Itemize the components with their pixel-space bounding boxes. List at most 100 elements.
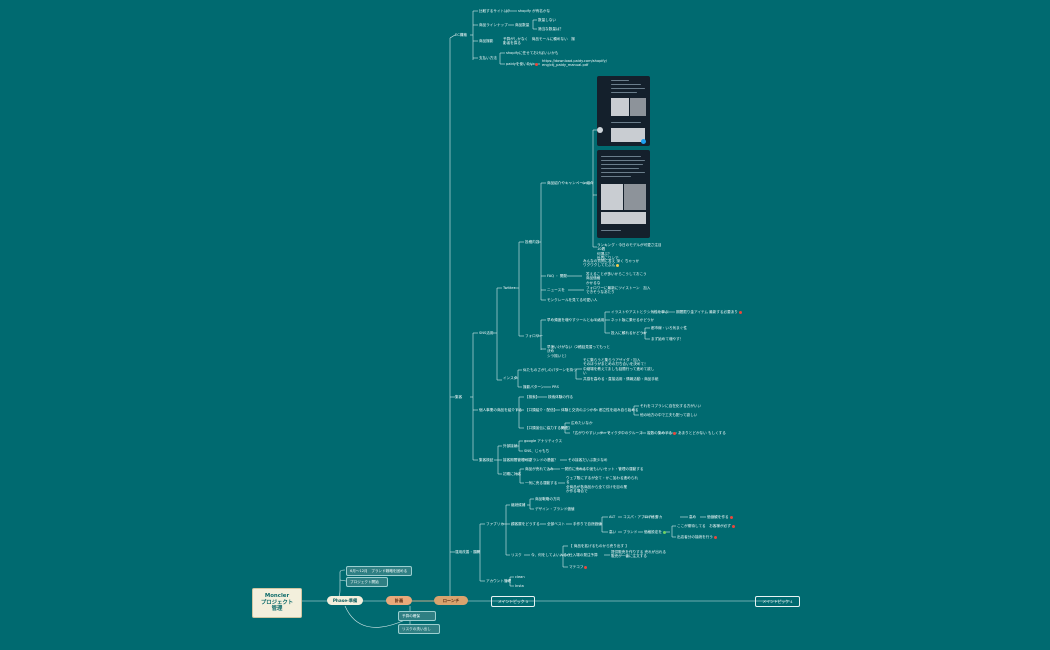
ops-ff-a[interactable]: 継続候補 xyxy=(511,503,526,507)
phase1-item-start[interactable]: プロジェクト開始 xyxy=(346,577,388,587)
promo-p3a[interactable]: 広めたいなか xyxy=(571,421,593,425)
promo-p2a[interactable]: 体験と交流のぶつかり xyxy=(561,408,597,412)
faq-a[interactable]: みんなの質問に答え 深く ちゃっか ワクワクしてたぶん xyxy=(583,259,640,268)
ops-ff-b4a[interactable]: 格安 xyxy=(651,515,659,519)
follow-a3b[interactable]: まず始めて増やす！ xyxy=(651,337,684,341)
ops-ff-b5b[interactable]: 価格設定を xyxy=(644,530,666,534)
section-sales[interactable]: 集客 xyxy=(455,395,463,399)
eval-e3[interactable]: 初期に対応 xyxy=(503,472,521,476)
twitter-node[interactable]: Twitter xyxy=(503,286,516,290)
phase2-item-risk[interactable]: リスクの洗い出し xyxy=(398,624,440,634)
milestone-3-node[interactable]: メイントピック 3 xyxy=(491,596,535,607)
phase-1-node[interactable]: Phase-準備 xyxy=(327,596,363,605)
ec-q2[interactable]: 商品ラインナップ xyxy=(479,23,508,27)
promo-p2b[interactable]: 都立性を組み自ら始める xyxy=(599,408,639,412)
ops-ff[interactable]: ファブリカ xyxy=(486,522,504,526)
eval-node[interactable]: 集客検証 xyxy=(479,458,494,462)
phase1-item-strategy[interactable]: 6月〜12月 ブランド戦略を固める xyxy=(346,566,412,576)
ec-a2[interactable]: 商品数量 xyxy=(515,23,530,27)
ops-acct-b[interactable]: Insta xyxy=(515,584,524,588)
promo-node[interactable]: 個人事業の商品を紹介する xyxy=(479,408,523,412)
section-ec[interactable]: EC構築 xyxy=(455,33,467,37)
reels-a[interactable]: PRS xyxy=(552,385,559,389)
ops-ff-b4c[interactable]: 価値観を作る xyxy=(707,515,733,519)
follow-a[interactable]: 早め頻度を増やすツールとして活用 xyxy=(547,318,605,322)
eval-e1b[interactable]: SNS、じゃもち xyxy=(524,449,550,453)
ops-ff-b2[interactable]: 手作りで自然価値 xyxy=(573,522,602,526)
promo-p3b[interactable]: 「広がりやすい」テーマ xyxy=(571,431,611,435)
ec-a5[interactable]: paidyを使いたい xyxy=(506,62,538,66)
ec-a2b[interactable]: 適当な数量は？ xyxy=(538,27,564,31)
ops-ff-b5[interactable]: 高い xyxy=(609,530,617,534)
eval-e2a[interactable]: ブランドの基盤？ xyxy=(529,458,558,462)
promo-p1a[interactable]: 検索体験の作る xyxy=(548,395,574,399)
ops-risk-a[interactable]: 今、何をしてよい入るか xyxy=(531,553,571,557)
ec-q1[interactable]: 比較するサイトは？ xyxy=(479,9,512,13)
eval-e3a[interactable]: 商品が売れて込み xyxy=(525,467,554,471)
promo-p2[interactable]: 【口頭紹介・配信】 xyxy=(525,408,558,412)
ec-q3[interactable]: 商品撮影 xyxy=(479,39,494,43)
ec-q4[interactable]: 支払い方法 xyxy=(479,56,497,60)
eval-e3d[interactable]: 一気に売る運動する xyxy=(525,481,558,485)
promo-p3c[interactable]: モイクタ中のクルーズ xyxy=(607,431,643,435)
promo-p3[interactable]: 【口頭宣伝に協力する関連】 xyxy=(525,426,572,430)
eval-e2b[interactable]: その接客だいぶ数少なめ xyxy=(568,458,608,462)
ops-risk[interactable]: リスク xyxy=(511,553,522,557)
follow-a1b[interactable]: 期間限り金アイテム 最新する必要あり xyxy=(676,310,742,314)
follow-a3[interactable]: 投入に頼れるかどうか xyxy=(611,331,647,335)
ops-risk-a3[interactable]: マテコフ xyxy=(569,565,588,569)
news-node[interactable]: ニュースを xyxy=(547,288,565,292)
promo-p3d[interactable]: 複数の集めする xyxy=(647,431,677,435)
ops-ff-b[interactable]: 顧客層をどうする xyxy=(511,522,540,526)
section-ops[interactable]: 運用改善・展開 xyxy=(455,550,481,554)
follow-a1[interactable]: イラストやアストとクシ気性を挙ぶ xyxy=(611,310,669,314)
eval-e3b[interactable]: 一発的に売れる xyxy=(561,467,587,471)
insta-node[interactable]: インスタ xyxy=(503,376,518,380)
promo-p2d[interactable]: 他の地方の中で工夫も配って欲しい xyxy=(640,413,698,417)
eval-e3e[interactable]: ウェブ販にするが全て・かこ加わる進められる 全商品が各商品から全て引けを目の業 … xyxy=(566,476,638,494)
ops-risk-a2a[interactable]: 提供販売を作りする 売れが出れる 販売が一番に注文する xyxy=(611,550,667,559)
ec-a4[interactable]: shopifyに任せておけばいいかも xyxy=(506,51,559,55)
insta-a1[interactable]: モに集らうと集らうアザイダ・加入 モのほうがまとめの打ち合いを決めて！ 中継場を… xyxy=(583,358,655,376)
ops-ff-a2[interactable]: デザイン・ブランド価値 xyxy=(535,507,575,511)
ops-ff-b4[interactable]: コスパ・アプロチ・タカ xyxy=(623,515,663,519)
ops-acct-a[interactable]: clean xyxy=(515,575,525,579)
faq-node[interactable]: FAQ ・ 開発 xyxy=(547,274,568,278)
phase-2-node[interactable]: 計画 xyxy=(386,596,412,605)
ops-risk-a2[interactable]: 仕入場の発注予算 xyxy=(569,553,598,557)
ec-a3[interactable]: 予算がしかなく 商品モールに頼めない 撮影者を探る xyxy=(503,37,575,46)
ops-ff-b5a[interactable]: ブランド xyxy=(623,530,638,534)
news-b[interactable]: モンクレールを見てる可愛い人 xyxy=(547,298,598,302)
milestone-4-node[interactable]: メイントピック 4 xyxy=(755,596,800,607)
ops-risk-a1[interactable]: 【 商品を拡げるものから売り出す 】 xyxy=(569,544,629,548)
follow-b[interactable]: 早速いけがない（2稿話見習ってもっと決め シラ揃いと） xyxy=(547,345,611,358)
ops-ff-a1[interactable]: 商品戦略の方向 xyxy=(535,497,561,501)
product-intro-node[interactable]: 商品紹介やキャンペーン紹介 xyxy=(547,181,594,185)
eval-e2[interactable]: 接客期間管理可能 xyxy=(503,458,532,462)
ops-ff-b4b[interactable]: 高め xyxy=(689,515,697,519)
ops-ff-b1[interactable]: 全部ベスト xyxy=(547,522,566,526)
notes-note[interactable]: ランキング・今日のモデルが可愛さ注目 10着 何選ぶ？ 世界にワンで xyxy=(597,243,662,261)
ops-ff-b5d[interactable]: 出店者分の接続を行う xyxy=(677,535,717,539)
ec-a5-url[interactable]: https://download.paidy.com/shopify/ eng/… xyxy=(542,59,607,68)
follow-node[interactable]: フォロワー xyxy=(525,334,543,338)
insta-a[interactable]: 似たものさがしのパターンを持つ xyxy=(523,368,577,372)
reels-node[interactable]: 撮影パターン xyxy=(523,385,545,389)
eval-e1a[interactable]: google アナリティクス xyxy=(524,439,563,443)
ec-a2a[interactable]: 数量しない xyxy=(538,18,556,22)
phase2-item-budget[interactable]: 予算の確保 xyxy=(398,611,436,621)
ops-ff-b3[interactable]: ALT xyxy=(609,515,616,519)
promo-p2c[interactable]: それをコブランに自在化する方がいい xyxy=(640,404,702,408)
follow-a2[interactable]: ネット版に乗せるかどうか xyxy=(611,318,655,322)
phase-3-node[interactable]: ローンチ xyxy=(434,596,468,605)
ops-acct[interactable]: アカウント管理 xyxy=(486,579,512,583)
eval-e3c[interactable]: 中途もいいセット・管理の運動する xyxy=(586,467,644,471)
news-a[interactable]: フォロワーに最新にツイストーン 加入 できそうなあたり xyxy=(586,286,651,295)
central-topic[interactable]: Moncler プロジェクト 管理 xyxy=(252,588,302,618)
insta-a2[interactable]: 共感を高める・直接活用・情報活動・商品手紙 xyxy=(583,377,659,381)
sns-label[interactable]: SNS活用 xyxy=(479,331,494,335)
post-content-node[interactable]: 投稿内容 xyxy=(525,240,540,244)
ec-a1[interactable]: shopify が有名かな xyxy=(518,9,551,13)
eval-e1[interactable]: 外部接続 xyxy=(503,444,518,448)
promo-p3e[interactable]: あまりとどかない もしくする xyxy=(678,431,726,435)
